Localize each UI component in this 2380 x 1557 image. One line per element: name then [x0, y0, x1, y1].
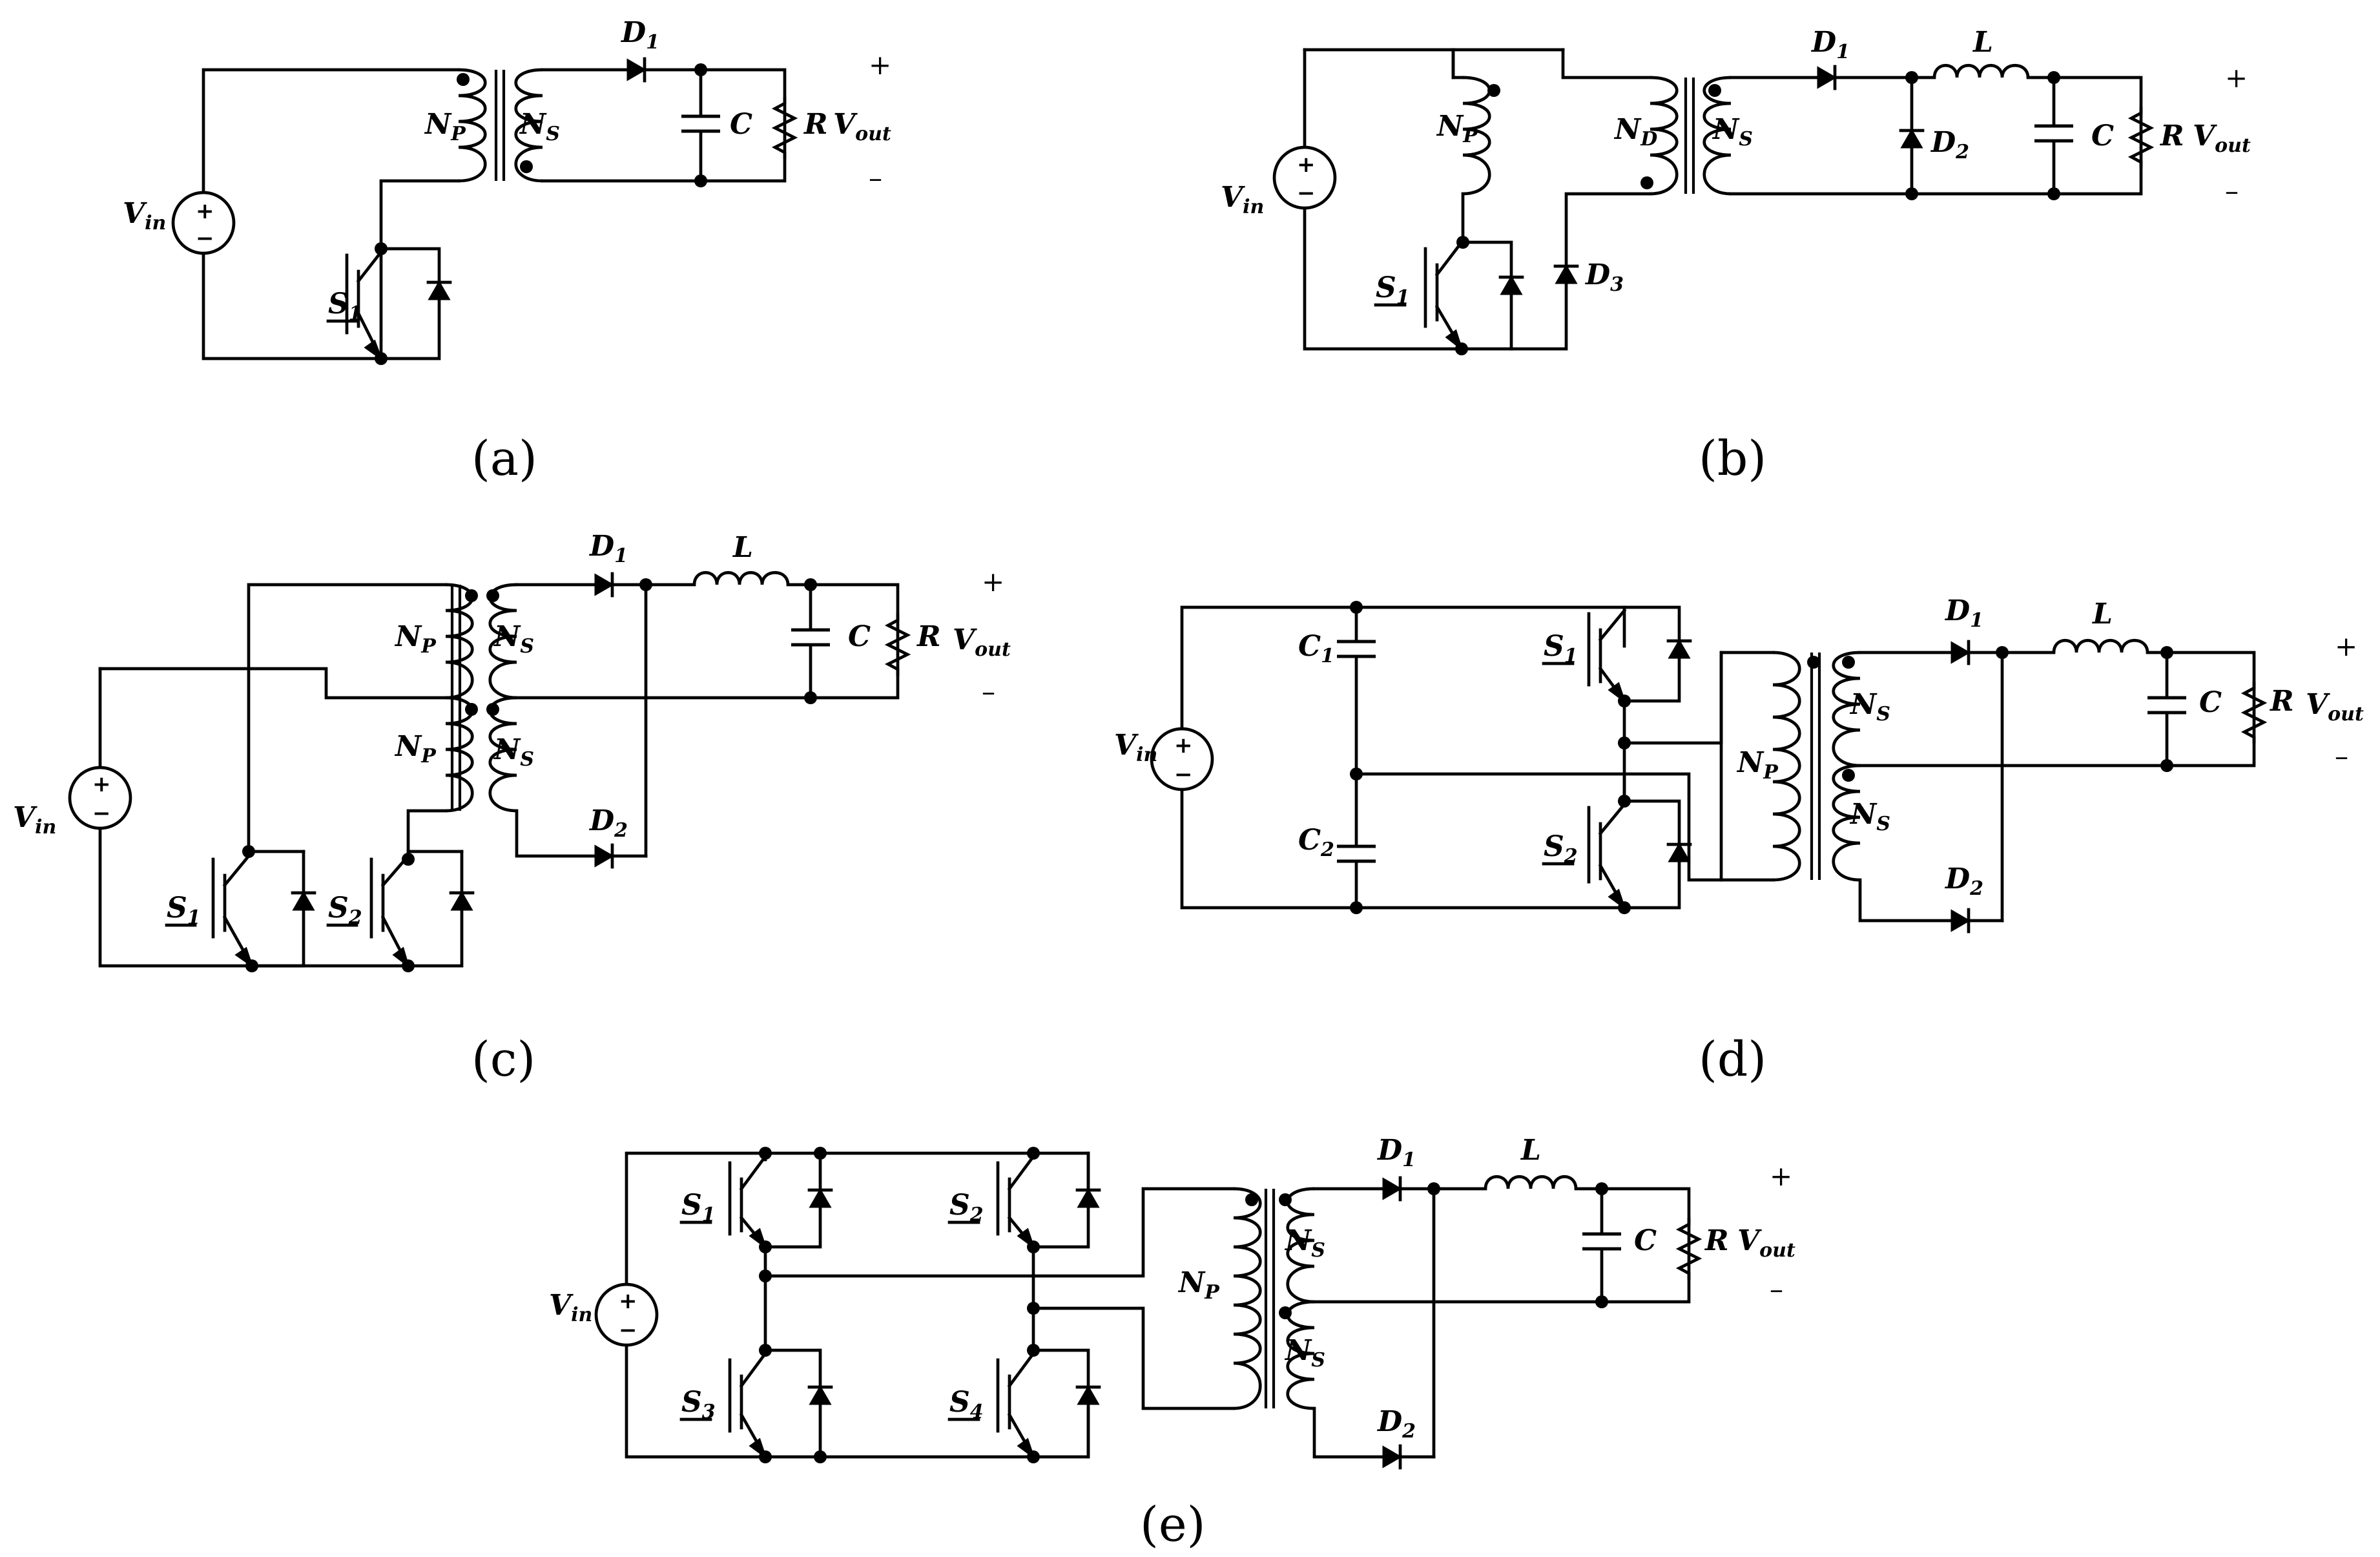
svg-text:L: L — [732, 531, 753, 564]
svg-text:R: R — [803, 108, 828, 141]
svg-text:NS: NS — [1284, 1224, 1325, 1262]
svg-text:S2: S2 — [1544, 830, 1578, 868]
svg-text:D2: D2 — [1944, 862, 1983, 900]
svg-text:D1: D1 — [588, 530, 628, 567]
svg-text:Vout: Vout — [1737, 1224, 1795, 1262]
svg-text:S1: S1 — [681, 1189, 716, 1226]
svg-text:NS: NS — [493, 733, 534, 771]
circuit-a: +− Vin NP NS D1 C R Vout +– S1 (a) — [123, 16, 891, 486]
svg-text:D2: D2 — [1930, 126, 1969, 163]
svg-text:D2: D2 — [1376, 1405, 1416, 1443]
svg-text:S4: S4 — [949, 1386, 984, 1423]
svg-text:S2: S2 — [949, 1189, 984, 1226]
svg-text:S1: S1 — [167, 892, 201, 929]
svg-text:−: − — [1174, 762, 1193, 788]
svg-text:S2: S2 — [328, 892, 362, 929]
svg-text:NS: NS — [1849, 798, 1890, 835]
svg-text:L: L — [1972, 26, 1993, 59]
svg-text:S1: S1 — [328, 287, 362, 325]
svg-text:+: + — [982, 566, 1004, 598]
svg-text:C2: C2 — [1298, 824, 1334, 861]
svg-text:–: – — [2225, 175, 2239, 207]
circuit-c: + − Vin — [13, 530, 1011, 1087]
svg-text:Vin: Vin — [123, 197, 166, 235]
svg-text:+: + — [869, 49, 891, 81]
svg-text:NP: NP — [1436, 110, 1478, 147]
svg-text:D1: D1 — [1944, 594, 1983, 632]
svg-text:Vout: Vout — [953, 623, 1011, 661]
svg-text:NP: NP — [424, 108, 466, 145]
svg-text:NP: NP — [1177, 1266, 1220, 1304]
svg-text:+: + — [1770, 1160, 1792, 1192]
svg-text:NS: NS — [1712, 113, 1753, 151]
svg-text:D1: D1 — [1810, 26, 1850, 63]
svg-text:Vin: Vin — [13, 801, 56, 839]
caption-d: (d) — [1699, 1032, 1766, 1087]
svg-text:C: C — [1634, 1224, 1657, 1257]
svg-text:NP: NP — [394, 620, 437, 658]
svg-text:R: R — [2159, 120, 2184, 152]
svg-text:–: – — [1770, 1273, 1783, 1305]
circuit-d: +− — [1114, 594, 2364, 1087]
svg-text:+: + — [92, 771, 111, 797]
circuit-b: +− Vin NP ND NS D1 L D — [1221, 26, 2251, 486]
svg-text:NS: NS — [493, 620, 534, 658]
svg-text:Vin: Vin — [1221, 181, 1264, 218]
svg-text:Vout: Vout — [2193, 120, 2251, 157]
svg-text:S1: S1 — [1544, 630, 1578, 667]
svg-text:–: – — [2335, 740, 2348, 772]
svg-text:L: L — [1520, 1134, 1541, 1167]
svg-text:S3: S3 — [681, 1386, 716, 1423]
svg-text:−: − — [619, 1317, 637, 1343]
svg-text:S1: S1 — [1376, 271, 1410, 309]
svg-text:NS: NS — [1284, 1334, 1325, 1372]
svg-text:−: − — [92, 800, 111, 826]
vin-sub-a: in — [145, 212, 166, 235]
svg-text:R: R — [916, 620, 941, 653]
svg-text:−: − — [1297, 180, 1316, 206]
caption-a: (a) — [471, 431, 537, 486]
svg-text:R: R — [1704, 1224, 1729, 1257]
svg-text:Vin: Vin — [1114, 729, 1157, 766]
caption-c: (c) — [471, 1032, 535, 1087]
svg-text:D1: D1 — [620, 16, 659, 54]
svg-text:L: L — [2091, 598, 2113, 631]
svg-text:NP: NP — [1736, 746, 1779, 784]
svg-text:+: + — [2335, 631, 2357, 662]
svg-text:+: + — [619, 1288, 637, 1314]
svg-text:−: − — [196, 225, 214, 251]
svg-text:D2: D2 — [588, 804, 628, 842]
svg-text:Vout: Vout — [833, 108, 891, 145]
svg-text:+: + — [1297, 152, 1316, 178]
svg-text:R: R — [2269, 685, 2294, 718]
svg-text:C1: C1 — [1298, 630, 1334, 667]
svg-text:D1: D1 — [1376, 1134, 1416, 1171]
svg-text:C: C — [2091, 120, 2114, 152]
svg-text:C: C — [848, 620, 871, 653]
circuit-e: +− — [549, 1134, 1795, 1552]
svg-text:C: C — [730, 108, 752, 141]
svg-text:–: – — [869, 162, 882, 194]
svg-text:NS: NS — [519, 108, 560, 145]
svg-text:NP: NP — [394, 730, 437, 768]
caption-b: (b) — [1699, 431, 1766, 486]
svg-text:C: C — [2199, 686, 2222, 719]
svg-text:ND: ND — [1613, 113, 1657, 151]
svg-text:+: + — [196, 198, 214, 224]
svg-text:–: – — [982, 676, 995, 707]
svg-text:+: + — [2225, 62, 2248, 94]
svg-text:+: + — [1174, 733, 1193, 758]
svg-text:Vout: Vout — [2306, 688, 2364, 726]
svg-text:D3: D3 — [1584, 258, 1624, 296]
svg-text:Vin: Vin — [549, 1289, 592, 1326]
svg-text:NS: NS — [1849, 688, 1890, 726]
caption-e: (e) — [1140, 1497, 1206, 1552]
